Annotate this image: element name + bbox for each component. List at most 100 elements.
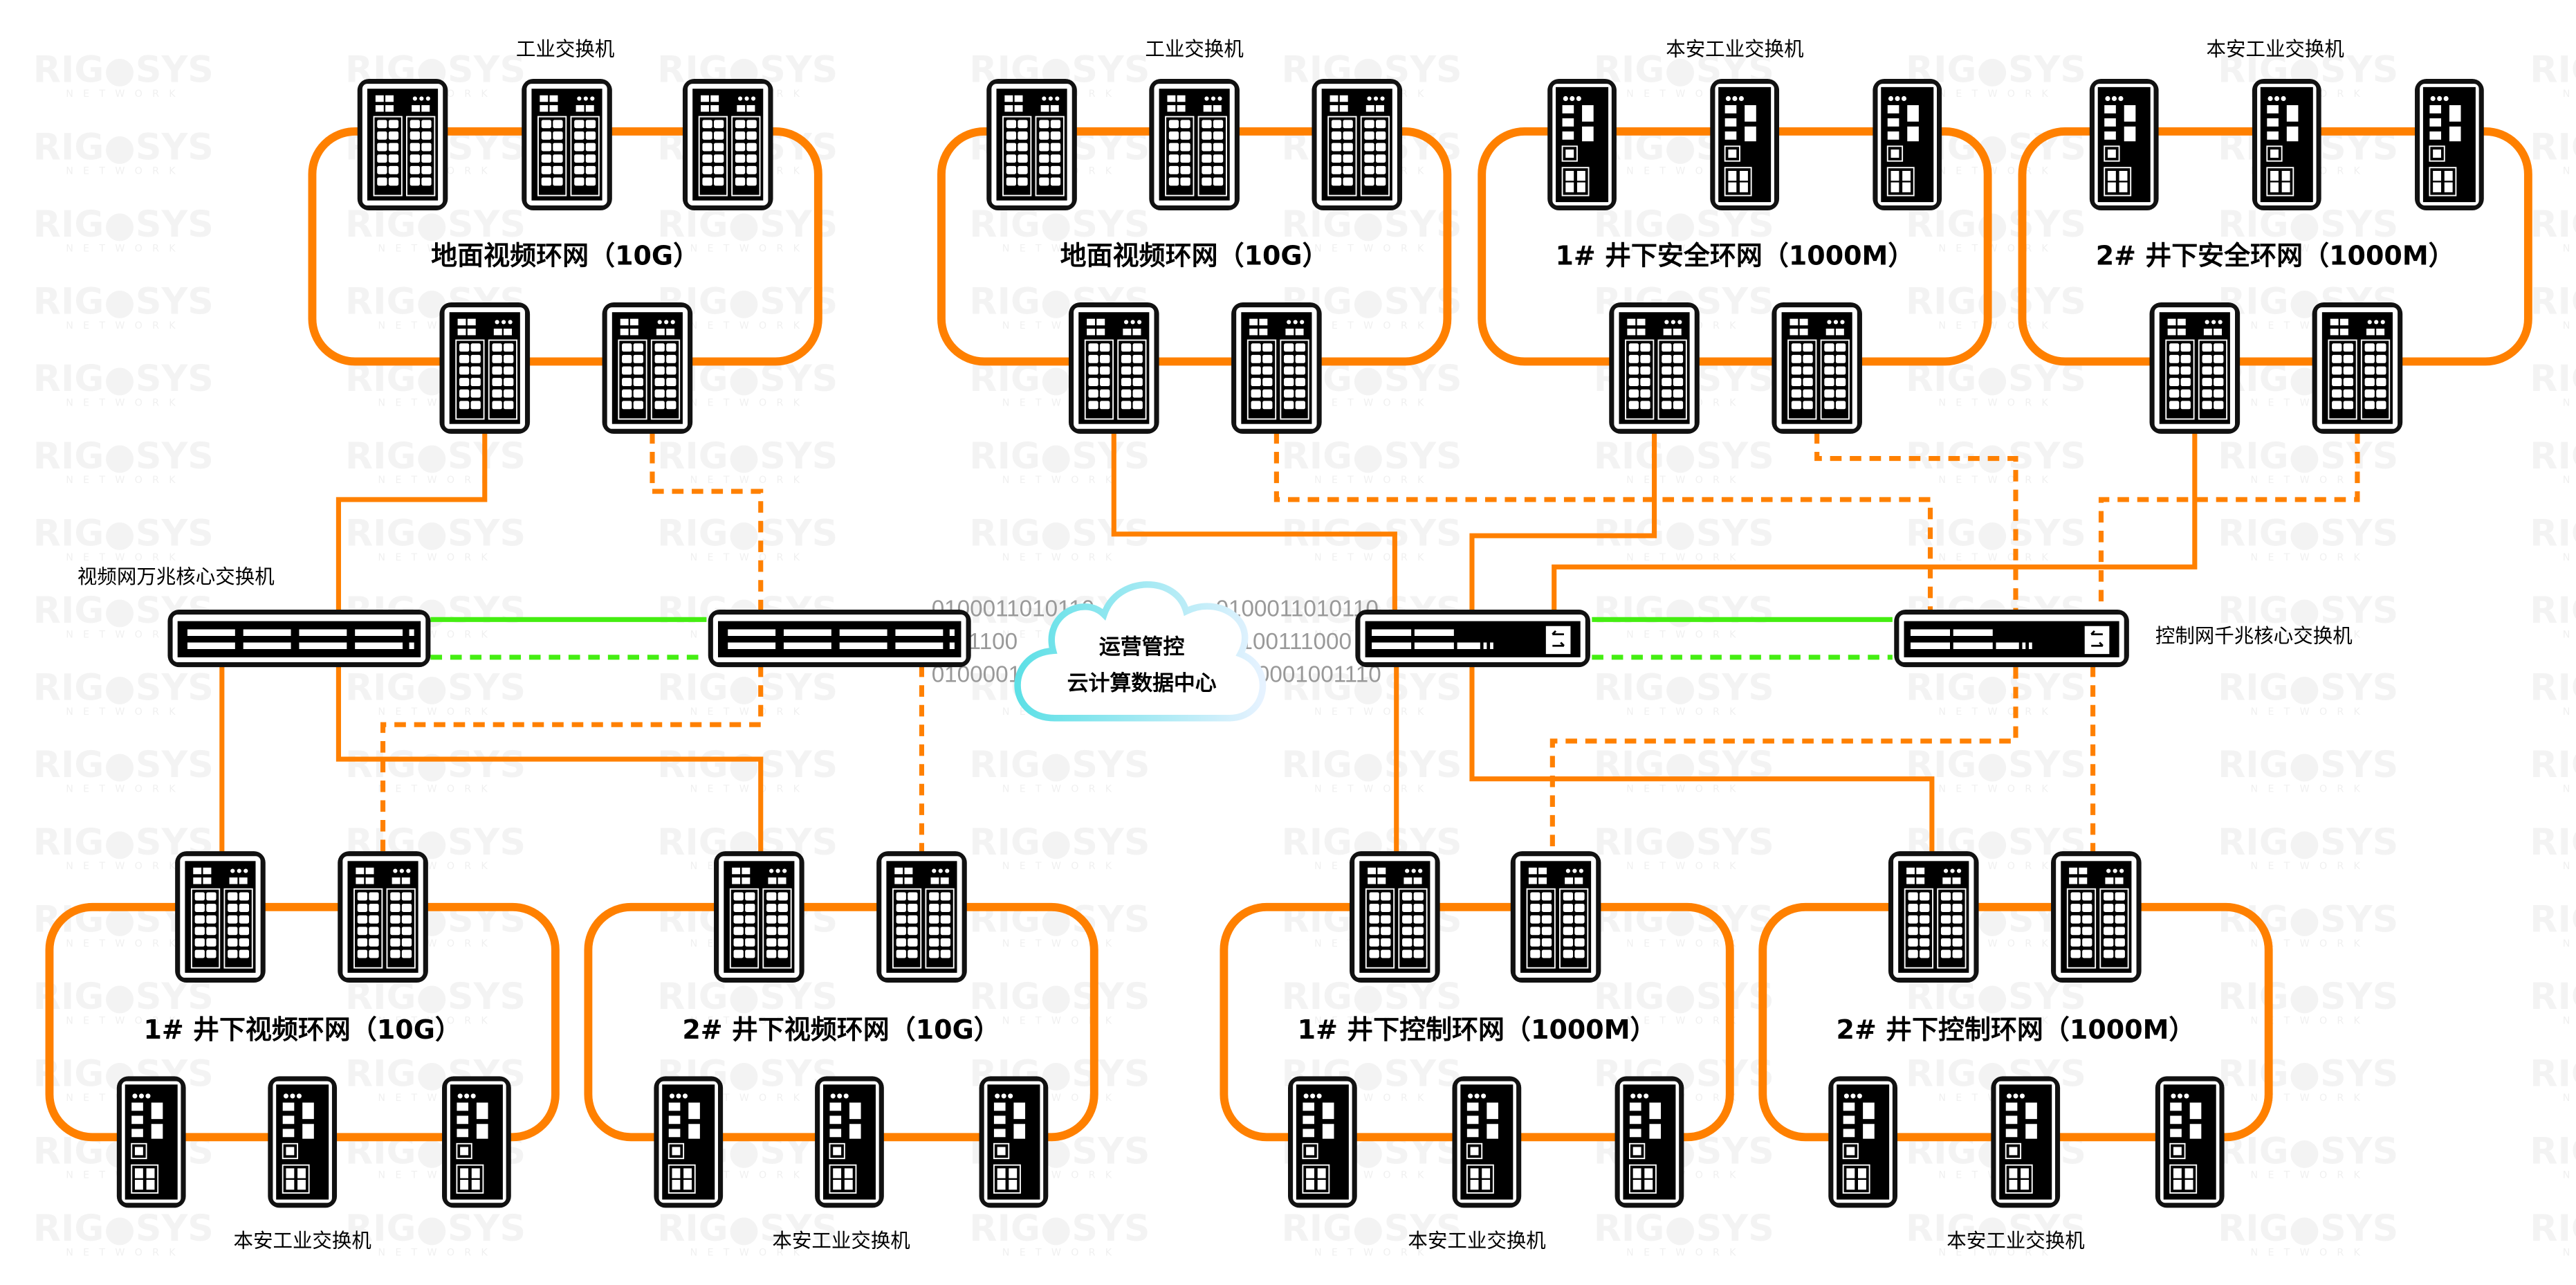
intrinsic-safe-switch[interactable] [653,1075,724,1209]
switch-group-title: 本安工业交换机 [233,1229,371,1252]
control-core-switch-2[interactable] [1893,608,2131,668]
watermark-logo: RIG●SYS [2530,358,2576,400]
intrinsic-safe-switch[interactable] [2088,78,2160,212]
watermark-sub: NETWORK [2563,629,2576,640]
watermark-sub: NETWORK [1938,243,2058,254]
industrial-switch[interactable] [875,850,968,984]
watermark-sub: NETWORK [690,398,810,409]
watermark-sub: NETWORK [1626,861,1746,872]
watermark-sub: NETWORK [66,243,185,254]
binary-text-right: 0100011010110 [1216,596,1379,622]
intrinsic-safe-switch[interactable] [441,1075,512,1209]
watermark-sub: NETWORK [1626,552,1746,563]
watermark-logo: RIG●SYS [969,745,1150,786]
industrial-switch[interactable] [2149,301,2241,435]
watermark-sub: NETWORK [1938,552,2058,563]
watermark-logo: RIG●SYS [2530,204,2576,246]
watermark-sub: NETWORK [2251,243,2371,254]
watermark-logo: RIG●SYS [345,976,526,1018]
primary-uplink [335,432,488,612]
video-core-switch-2[interactable] [708,610,971,668]
industrial-switch[interactable] [712,850,805,984]
watermark-logo: RIG●SYS [2218,1131,2398,1172]
industrial-switch[interactable] [1148,78,1241,212]
industrial-switch[interactable] [2311,301,2404,435]
watermark-logo: RIG●SYS [1282,976,1462,1018]
video-core-label: 视频网万兆核心交换机 [77,565,275,588]
watermark-sub: NETWORK [66,1247,185,1258]
watermark-logo: RIG●SYS [2530,822,2576,864]
watermark-logo: RIG●SYS [657,745,838,786]
watermark-logo: RIG●SYS [2218,745,2398,786]
bottom-ring-4: 2# 井下控制环网（1000M）本安工业交换机 [1758,850,2273,1252]
intrinsic-safe-switch[interactable] [1990,1075,2061,1209]
intrinsic-safe-switch[interactable] [1287,1075,1358,1209]
intrinsic-safe-switch[interactable] [1828,1075,1899,1209]
industrial-switch[interactable] [1771,301,1864,435]
industrial-switch[interactable] [439,301,531,435]
video-core-switch-1[interactable] [167,610,431,668]
watermark-logo: RIG●SYS [969,976,1150,1018]
watermark-sub: NETWORK [1626,166,1746,177]
watermark-sub: NETWORK [1314,552,1434,563]
industrial-switch[interactable] [1509,850,1602,984]
watermark-sub: NETWORK [2251,1093,2371,1104]
watermark-sub: NETWORK [1626,475,1746,486]
intrinsic-safe-switch[interactable] [1872,78,1943,212]
industrial-switch[interactable] [1608,301,1701,435]
industrial-switch[interactable] [601,301,694,435]
watermark-logo: RIG●SYS [1282,668,1462,709]
intrinsic-safe-switch[interactable] [2154,1075,2225,1209]
intrinsic-safe-switch[interactable] [1614,1075,1685,1209]
intrinsic-safe-switch[interactable] [978,1075,1049,1209]
industrial-switch[interactable] [1311,78,1404,212]
watermark-sub: NETWORK [690,320,810,331]
industrial-switch[interactable] [1348,850,1441,984]
industrial-switch[interactable] [174,850,266,984]
watermark-logo: RIG●SYS [1594,204,1774,246]
watermark-logo: RIG●SYS [1594,822,1774,864]
intrinsic-safe-switch[interactable] [267,1075,338,1209]
watermark-logo: RIG●SYS [2530,899,2576,940]
bottom-ring-1: 1# 井下视频环网（10G）本安工业交换机 [45,850,560,1252]
watermark-logo: RIG●SYS [1594,590,1774,632]
watermark-logo: RIG●SYS [1282,436,1462,477]
watermark-logo: RIG●SYS [969,822,1150,864]
watermark-logo: RIG●SYS [2530,127,2576,168]
industrial-switch[interactable] [681,78,774,212]
industrial-switch[interactable] [1887,850,1980,984]
backup-uplink [380,665,764,855]
intrinsic-safe-switch[interactable] [1451,1075,1522,1209]
watermark-sub: NETWORK [1938,398,2058,409]
control-core-switch-1[interactable] [1354,608,1592,668]
watermark-sub: NETWORK [2563,784,2576,795]
intrinsic-safe-switch[interactable] [813,1075,885,1209]
intrinsic-safe-switch[interactable] [2251,78,2322,212]
watermark-logo: RIG●SYS [657,513,838,554]
industrial-switch[interactable] [986,78,1078,212]
intrinsic-safe-switch[interactable] [1709,78,1781,212]
industrial-switch[interactable] [2050,850,2142,984]
industrial-switch[interactable] [1067,301,1160,435]
industrial-switch[interactable] [521,78,614,212]
industrial-switch[interactable] [356,78,449,212]
industrial-switch[interactable] [1230,301,1323,435]
watermark-logo: RIG●SYS [1906,513,2086,554]
watermark-sub: NETWORK [1002,784,1122,795]
watermark-logo: RIG●SYS [2218,822,2398,864]
intrinsic-safe-switch[interactable] [116,1075,187,1209]
watermark-logo: RIG●SYS [33,436,214,477]
industrial-switch[interactable] [337,850,430,984]
watermark-logo: RIG●SYS [2530,436,2576,477]
cloud-data-center[interactable]: 运营管控 云计算数据中心 [1014,581,1267,722]
watermark-sub: NETWORK [2563,166,2576,177]
watermark-sub: NETWORK [1626,938,1746,949]
watermark-logo: RIG●SYS [1594,1208,1774,1250]
intrinsic-safe-switch[interactable] [1547,78,1618,212]
backup-uplink [1273,432,1933,612]
watermark-sub: NETWORK [1938,320,2058,331]
switch-group-title: 本安工业交换机 [772,1229,910,1252]
intrinsic-safe-switch[interactable] [2413,78,2485,212]
watermark-sub: NETWORK [66,475,185,486]
ring-label: 2# 井下控制环网（1000M） [1837,1014,2196,1045]
